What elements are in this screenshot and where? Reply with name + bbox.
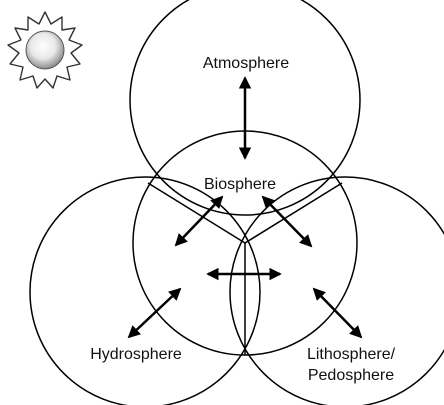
label-biosphere: Biosphere	[204, 176, 276, 193]
arrow-biosphere-left	[174, 195, 224, 247]
arrow-biosphere-right	[261, 195, 313, 248]
label-atmosphere: Atmosphere	[203, 55, 289, 72]
label-pedosphere: Pedosphere	[308, 367, 394, 384]
label-lithosphere: Lithosphere/	[307, 346, 396, 363]
label-hydrosphere: Hydrosphere	[90, 346, 182, 363]
hydrosphere-circle	[29, 176, 261, 405]
lithosphere-circle	[229, 176, 444, 405]
sun-icon	[7, 11, 83, 89]
atmosphere-circle	[129, 0, 361, 216]
arrow-hydrosphere	[127, 287, 182, 339]
arrow-lithosphere	[312, 287, 363, 339]
